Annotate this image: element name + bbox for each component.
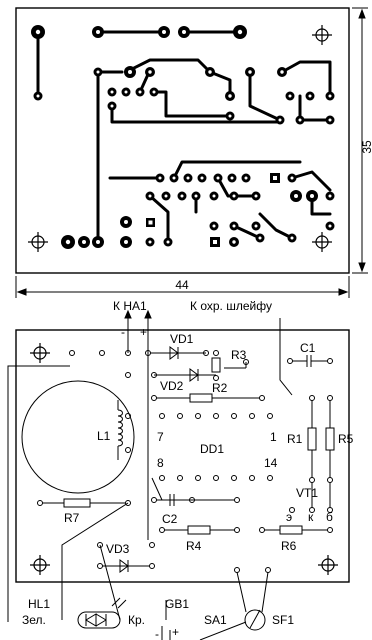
label-r7: R7: [64, 511, 80, 525]
pcb-component-view: [7, 309, 350, 640]
resistor-r2: [151, 393, 265, 403]
label-gb1-note: Кр.: [128, 613, 145, 627]
height-dimension: [352, 7, 368, 274]
resistor-r5: [325, 395, 335, 483]
wire-left: [7, 365, 70, 622]
led-hl1: [77, 597, 127, 629]
transistor-vt1: [289, 482, 333, 513]
label-c2: C2: [162, 512, 178, 526]
diode-vd2: [151, 368, 216, 382]
coil-l1-winding: [117, 400, 123, 460]
label-r2: R2: [212, 381, 228, 395]
label-hl1-color: Зел.: [22, 613, 46, 627]
copper-pads: [31, 25, 335, 249]
label-dd1: DD1: [200, 442, 224, 456]
label-vd2: VD2: [160, 379, 184, 393]
wire-loop-right: [279, 318, 293, 396]
resistor-r1: [307, 395, 317, 483]
battery-gb1: [161, 600, 171, 640]
pin-14-label: 14: [264, 456, 278, 470]
transistor-pin-b: б: [326, 510, 333, 524]
diode-vd1: [150, 346, 209, 360]
wire-ha1: [124, 309, 132, 353]
pin-1-label: 1: [270, 430, 277, 444]
label-r5: R5: [338, 432, 354, 446]
diode-vd3: [61, 502, 155, 621]
mounting-holes-top: [28, 25, 332, 252]
mounting-holes-bottom: [30, 343, 338, 575]
pcb-outline-bottom: [15, 329, 350, 583]
label-sf1: SF1: [272, 613, 294, 627]
pcb-outline-top: [15, 7, 350, 274]
polarity-plus-bottom: +: [172, 625, 179, 639]
transistor-pin-k: к: [308, 510, 314, 524]
width-dimension-label: 44: [175, 278, 189, 292]
pcb-copper-view: [15, 7, 368, 298]
label-r1: R1: [287, 432, 303, 446]
copper-traces: [36, 30, 332, 244]
label-hl1: HL1: [28, 597, 50, 611]
label-vd1: VD1: [170, 332, 194, 346]
connector-ha1-label: К НА1: [113, 299, 147, 313]
label-c1: C1: [300, 341, 316, 355]
connector-loop-label: К охр. шлейфу: [190, 299, 272, 313]
switch-sf1: [199, 571, 269, 640]
label-vd3: VD3: [106, 542, 130, 556]
polarity-plus-top: +: [140, 325, 147, 339]
chip-dd1: [151, 413, 273, 501]
transistor-pin-e: э: [286, 510, 292, 524]
resistor-r6: [259, 525, 333, 535]
pin-7-label: 7: [157, 430, 164, 444]
wire-loop: [144, 309, 152, 540]
label-sa1: SA1: [204, 613, 227, 627]
width-dimension: [15, 276, 350, 298]
resistor-r7: [42, 498, 126, 508]
resistor-r3: [211, 350, 249, 381]
pin-8-label: 8: [157, 456, 164, 470]
component-holes: [37, 350, 271, 573]
label-gb1: GB1: [165, 597, 189, 611]
label-vt1: VT1: [296, 486, 318, 500]
label-r6: R6: [281, 539, 297, 553]
label-l1: L1: [97, 429, 111, 443]
coil-l1: [21, 380, 135, 494]
polarity-minus-bottom: -: [155, 627, 159, 640]
polarity-minus-top: -: [121, 325, 125, 339]
label-r3: R3: [231, 348, 247, 362]
capacitor-c2: [151, 494, 195, 506]
height-dimension-label: 35: [360, 140, 372, 154]
label-r4: R4: [186, 539, 202, 553]
resistor-r4: [159, 525, 235, 535]
capacitor-c1: [287, 355, 333, 367]
